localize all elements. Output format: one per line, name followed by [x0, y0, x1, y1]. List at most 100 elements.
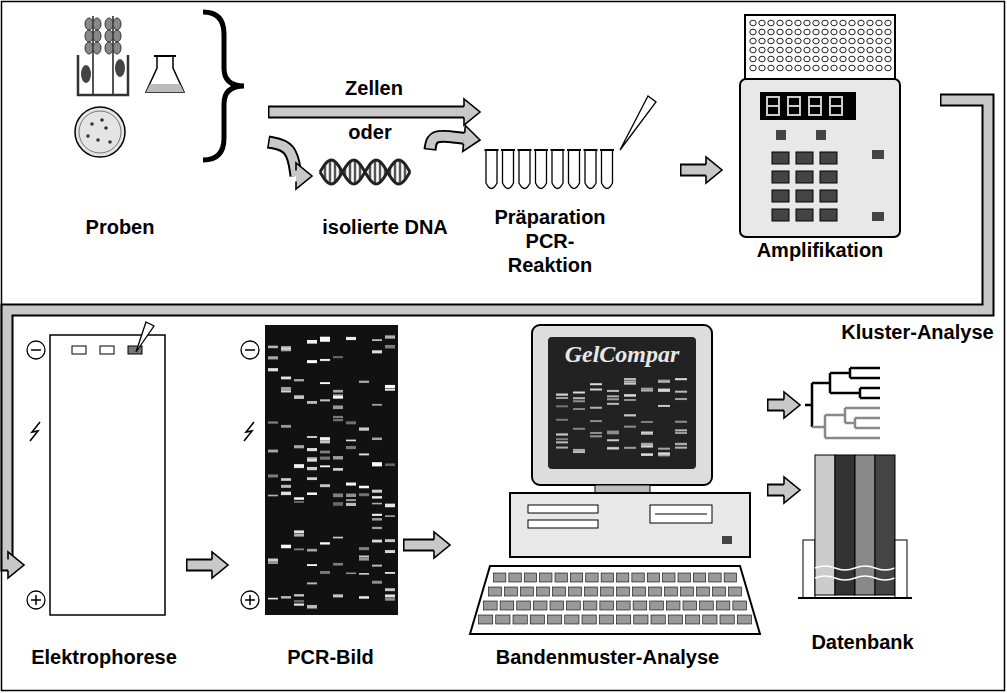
- flask-icon: [146, 56, 184, 92]
- key: [586, 573, 598, 582]
- plant-icon: [78, 16, 128, 95]
- screen-band: [658, 454, 670, 456]
- well: [831, 47, 837, 53]
- process-step: Bandenmuster-Analyse: [450, 320, 767, 682]
- screen-band: [624, 381, 636, 383]
- screen-band: [641, 443, 653, 445]
- key: [632, 573, 644, 582]
- drive-slit: [655, 514, 707, 515]
- well: [750, 65, 756, 71]
- screen-band: [573, 451, 585, 453]
- key: [651, 615, 665, 624]
- keypad-key: [820, 209, 837, 221]
- screen-band: [590, 383, 602, 385]
- dna-band: [372, 404, 382, 406]
- key: [709, 573, 721, 582]
- screen-band: [607, 403, 619, 405]
- well: [849, 29, 855, 35]
- dna-band: [320, 437, 330, 440]
- screen-band: [624, 383, 636, 385]
- screen-band: [624, 399, 636, 401]
- tube-rim: [600, 149, 614, 151]
- dna-band: [333, 419, 343, 421]
- grain: [93, 18, 101, 30]
- well: [777, 56, 783, 62]
- keypad-key: [820, 190, 837, 202]
- dna-band: [385, 463, 395, 466]
- dna-band: [294, 395, 304, 399]
- dna-band: [385, 539, 395, 542]
- anode-symbol: [27, 591, 45, 609]
- dna-band: [320, 359, 330, 361]
- key: [570, 573, 582, 582]
- gel-photo-bands: [268, 335, 395, 608]
- computer: [470, 325, 760, 634]
- screen-band: [675, 432, 687, 434]
- display-segments: [767, 97, 842, 115]
- dish-rim: [79, 111, 121, 153]
- well: [768, 38, 774, 44]
- well: [885, 65, 891, 71]
- dna-band: [307, 436, 317, 438]
- screen-band: [607, 395, 619, 397]
- well: [777, 47, 783, 53]
- tube-rim: [518, 149, 532, 151]
- arrow-body: [769, 401, 785, 410]
- well: [858, 56, 864, 62]
- well-grid: [750, 20, 891, 71]
- dna-band: [281, 387, 291, 391]
- key: [617, 615, 631, 624]
- well: [777, 65, 783, 71]
- electrode-symbols: [27, 341, 259, 609]
- keypad-key: [796, 190, 813, 202]
- process-step: Amplifikation: [722, 10, 940, 280]
- minus-sign: [245, 349, 255, 351]
- segment-digit: [830, 97, 842, 115]
- screen-band: [658, 381, 670, 383]
- voltage-symbol: [244, 422, 254, 441]
- dna-band: [294, 465, 304, 469]
- dna-band: [372, 490, 382, 493]
- key: [569, 587, 582, 596]
- dna-band: [268, 598, 278, 600]
- dna-band: [320, 359, 330, 361]
- arrow-head: [212, 552, 228, 578]
- grain: [113, 30, 121, 42]
- key: [540, 573, 552, 582]
- drive-slot: [528, 520, 598, 528]
- step-caption: Proben: [60, 215, 180, 239]
- bookend: [803, 540, 815, 598]
- well: [831, 56, 837, 62]
- drive-slot: [528, 505, 598, 513]
- dna-band: [268, 559, 278, 562]
- well: [759, 65, 765, 71]
- well: [768, 29, 774, 35]
- key: [634, 615, 648, 624]
- keypad-key: [796, 152, 813, 164]
- dna-band: [333, 537, 343, 539]
- key: [683, 601, 697, 610]
- dna-band: [372, 540, 382, 543]
- screen-band: [641, 453, 653, 455]
- well: [813, 47, 819, 53]
- key: [678, 573, 690, 582]
- step-caption: Bandenmuster-Analyse: [450, 645, 765, 669]
- dna-band: [294, 534, 304, 537]
- cathode-symbol: [27, 341, 45, 359]
- well: [768, 65, 774, 71]
- cycler-body: [740, 79, 900, 237]
- keypad-key: [772, 209, 789, 221]
- key: [686, 615, 700, 624]
- well: [786, 29, 792, 35]
- screen-band: [556, 393, 568, 395]
- well: [795, 20, 801, 26]
- arrow-head: [8, 552, 24, 578]
- key: [524, 573, 536, 582]
- well: [759, 20, 765, 26]
- flow-arrow: [186, 552, 228, 578]
- keypad-key: [796, 209, 813, 221]
- arrow-outline: [680, 164, 706, 177]
- pcr-tube: [503, 150, 514, 189]
- dna-band: [320, 571, 330, 574]
- pcr-tube: [486, 150, 497, 189]
